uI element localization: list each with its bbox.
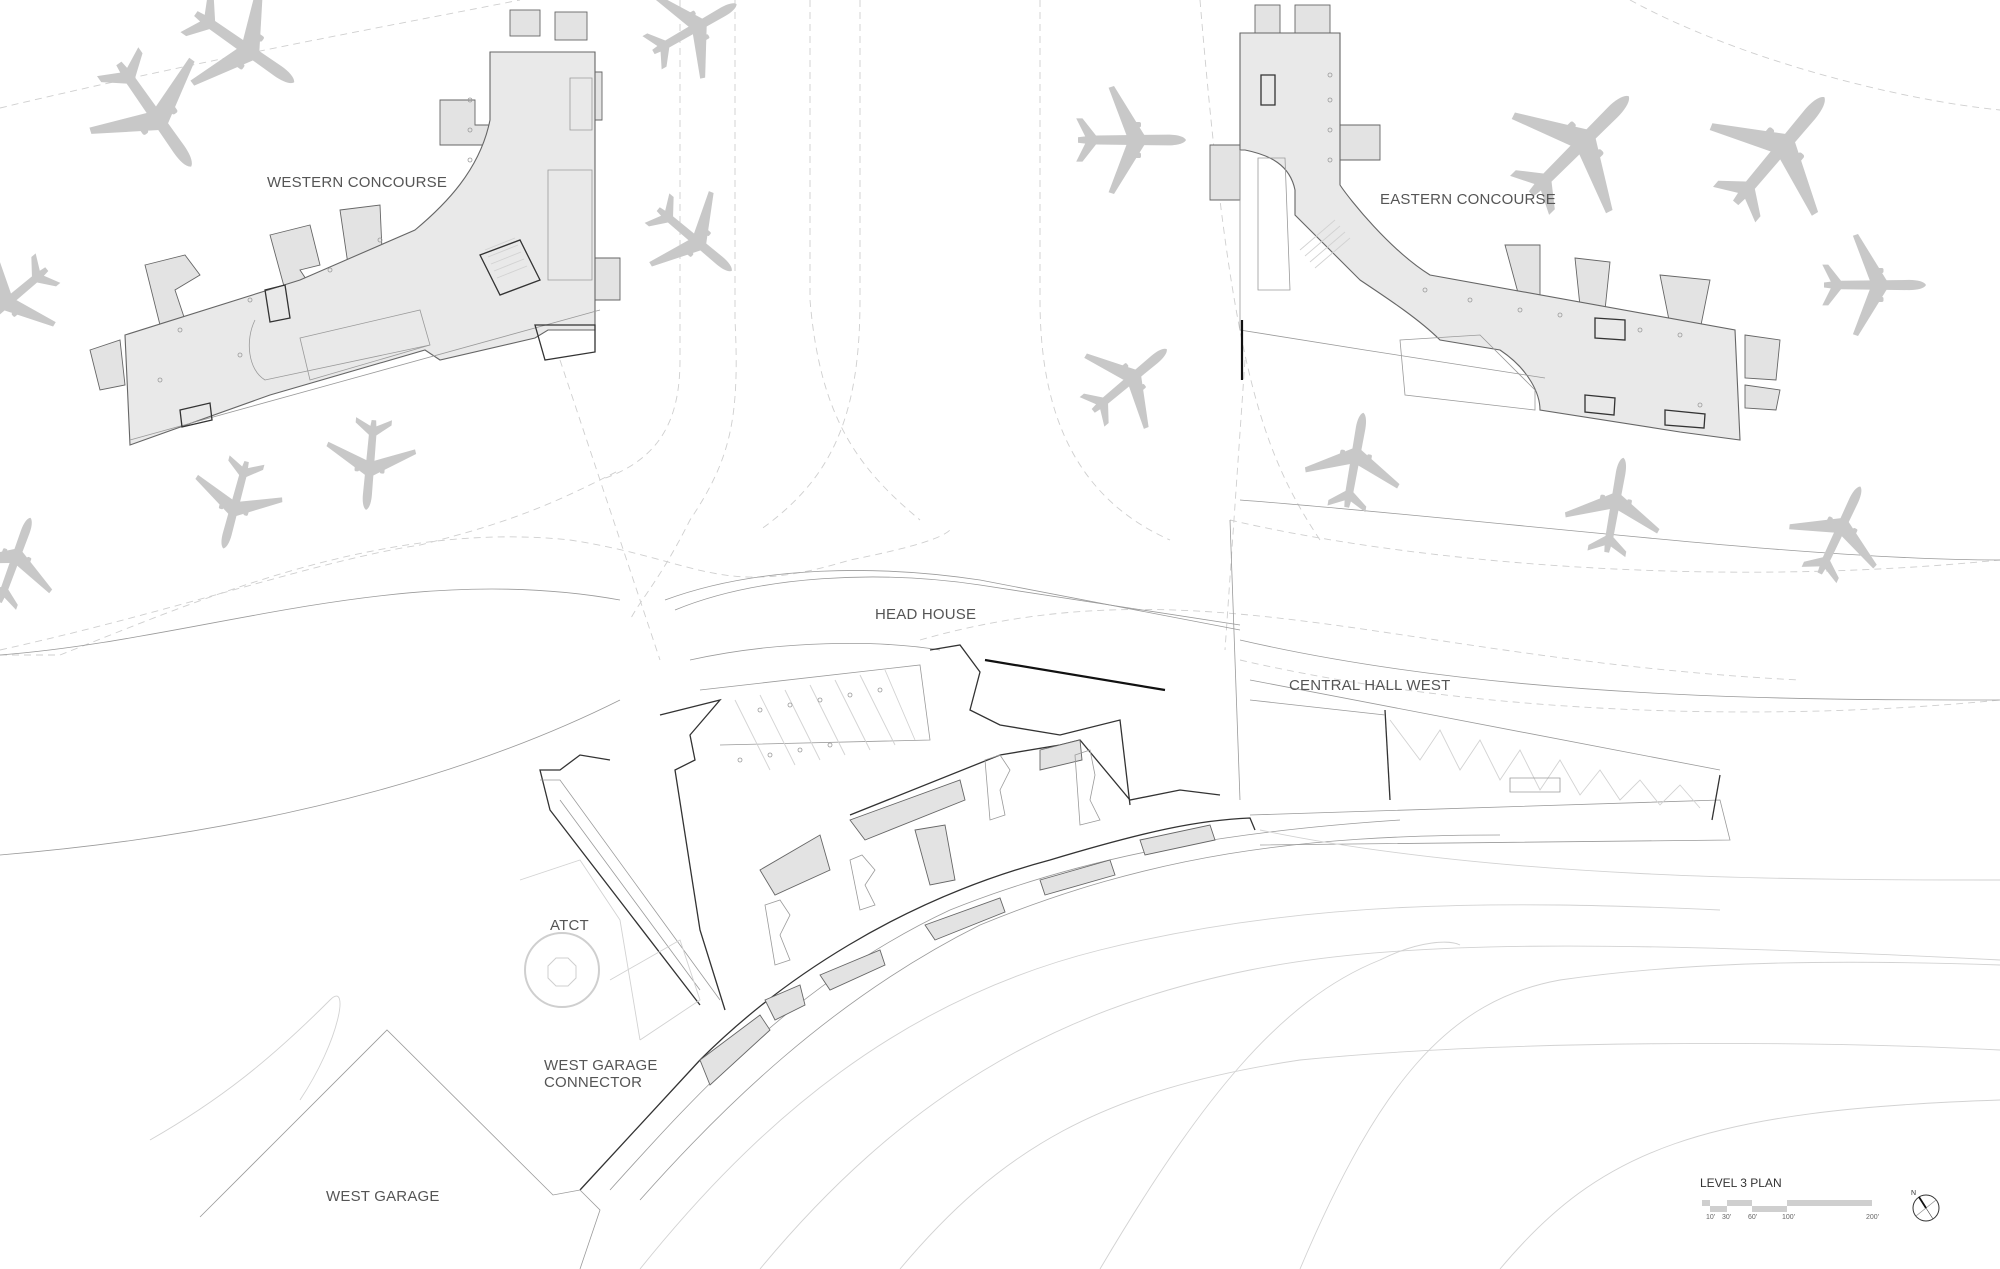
head-house xyxy=(539,576,1241,1011)
roadway-curves xyxy=(639,829,2000,1269)
label-central-hall-west: CENTRAL HALL WEST xyxy=(1289,677,1451,694)
eastern-concourse xyxy=(1209,4,1781,441)
scale-legend: LEVEL 3 PLAN 10' 30' 60' 100' 200' xyxy=(1700,1176,1880,1226)
drawing-title: LEVEL 3 PLAN xyxy=(1700,1176,1782,1190)
curbside-band xyxy=(579,679,1731,1201)
north-arrow-icon: N xyxy=(1906,1186,1942,1222)
scale-tick: 100' xyxy=(1782,1214,1796,1221)
label-atct: ATCT xyxy=(550,917,589,934)
label-west-garage: WEST GARAGE xyxy=(326,1188,440,1205)
label-eastern-concourse: EASTERN CONCOURSE xyxy=(1380,191,1556,208)
scale-tick: 10' xyxy=(1706,1214,1716,1221)
north-label: N xyxy=(1911,1190,1916,1197)
central-hall-west xyxy=(1249,699,1701,809)
label-head-house: HEAD HOUSE xyxy=(875,606,977,623)
taxiway-lines xyxy=(0,0,2000,856)
label-western-concourse: WESTERN CONCOURSE xyxy=(267,174,448,191)
label-west-garage-connector: WEST GARAGE CONNECTOR xyxy=(544,1057,658,1091)
west-garage xyxy=(149,995,601,1269)
scale-tick: 200' xyxy=(1866,1214,1880,1221)
scale-tick: 60' xyxy=(1748,1214,1758,1221)
ticketing-island-lines xyxy=(734,669,916,771)
scale-tick: 30' xyxy=(1722,1214,1732,1221)
western-concourse xyxy=(89,9,621,446)
atct-tower xyxy=(519,859,701,1041)
